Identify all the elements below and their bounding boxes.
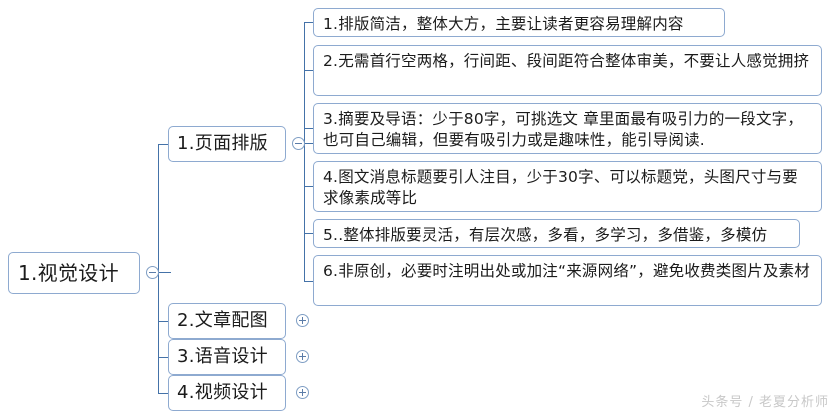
connector-branch-2 xyxy=(158,321,170,322)
mindmap-branch-node-3[interactable]: 3.语音设计 xyxy=(168,339,286,375)
minus-circle-icon[interactable] xyxy=(146,266,159,279)
plus-circle-icon[interactable] xyxy=(296,314,309,327)
connector-leaf-2 xyxy=(304,70,315,71)
plus-circle-icon[interactable] xyxy=(296,350,309,363)
watermark: 头条号 / 老夏分析师 xyxy=(701,395,829,410)
connector-branch-1 xyxy=(158,144,170,145)
mindmap-branch-node-2[interactable]: 2.文章配图 xyxy=(168,303,286,339)
connector-root-stub xyxy=(159,272,171,273)
mindmap-leaf-node-3[interactable]: 3.摘要及导语：少于80字，可挑选文 章里面最有吸引力的一段文字，也可自己编辑，… xyxy=(313,103,822,154)
plus-circle-icon[interactable] xyxy=(296,386,309,399)
mindmap-leaf-node-5[interactable]: 5..整体排版要灵活，有层次感，多看，多学习，多借鉴，多模仿 xyxy=(313,219,800,248)
minus-circle-icon[interactable] xyxy=(292,137,305,150)
connector-leaf-4 xyxy=(304,186,315,187)
mindmap-leaf-node-4[interactable]: 4.图文消息标题要引人注目，少于30字、可以标题党，头图尺寸与要求像素成等比 xyxy=(313,161,822,212)
mindmap-leaf-node-2[interactable]: 2.无需首行空两格，行间距、段间距符合整体审美，不要让人感觉拥挤 xyxy=(313,45,822,96)
connector-branch1-stub xyxy=(305,143,315,144)
connector-leaf-1 xyxy=(304,22,315,23)
connector-leaf-spine xyxy=(304,22,305,281)
connector-leaf-6 xyxy=(304,281,315,282)
mindmap-leaf-node-1[interactable]: 1.排版简洁，整体大方，主要让读者更容易理解内容 xyxy=(313,8,725,37)
connector-branch-3 xyxy=(158,357,170,358)
mindmap-root-node[interactable]: 1.视觉设计 xyxy=(8,252,140,294)
connector-leaf-5 xyxy=(304,233,315,234)
mindmap-leaf-node-6[interactable]: 6.非原创，必要时注明出处或加注“来源网络”，避免收费类图片及素材 xyxy=(313,255,822,306)
connector-leaf-3 xyxy=(304,128,315,129)
mindmap-branch-node-1[interactable]: 1.页面排版 xyxy=(168,126,286,162)
mindmap-branch-node-4[interactable]: 4.视频设计 xyxy=(168,375,286,411)
connector-branch-spine xyxy=(158,144,159,393)
connector-branch-4 xyxy=(158,393,170,394)
